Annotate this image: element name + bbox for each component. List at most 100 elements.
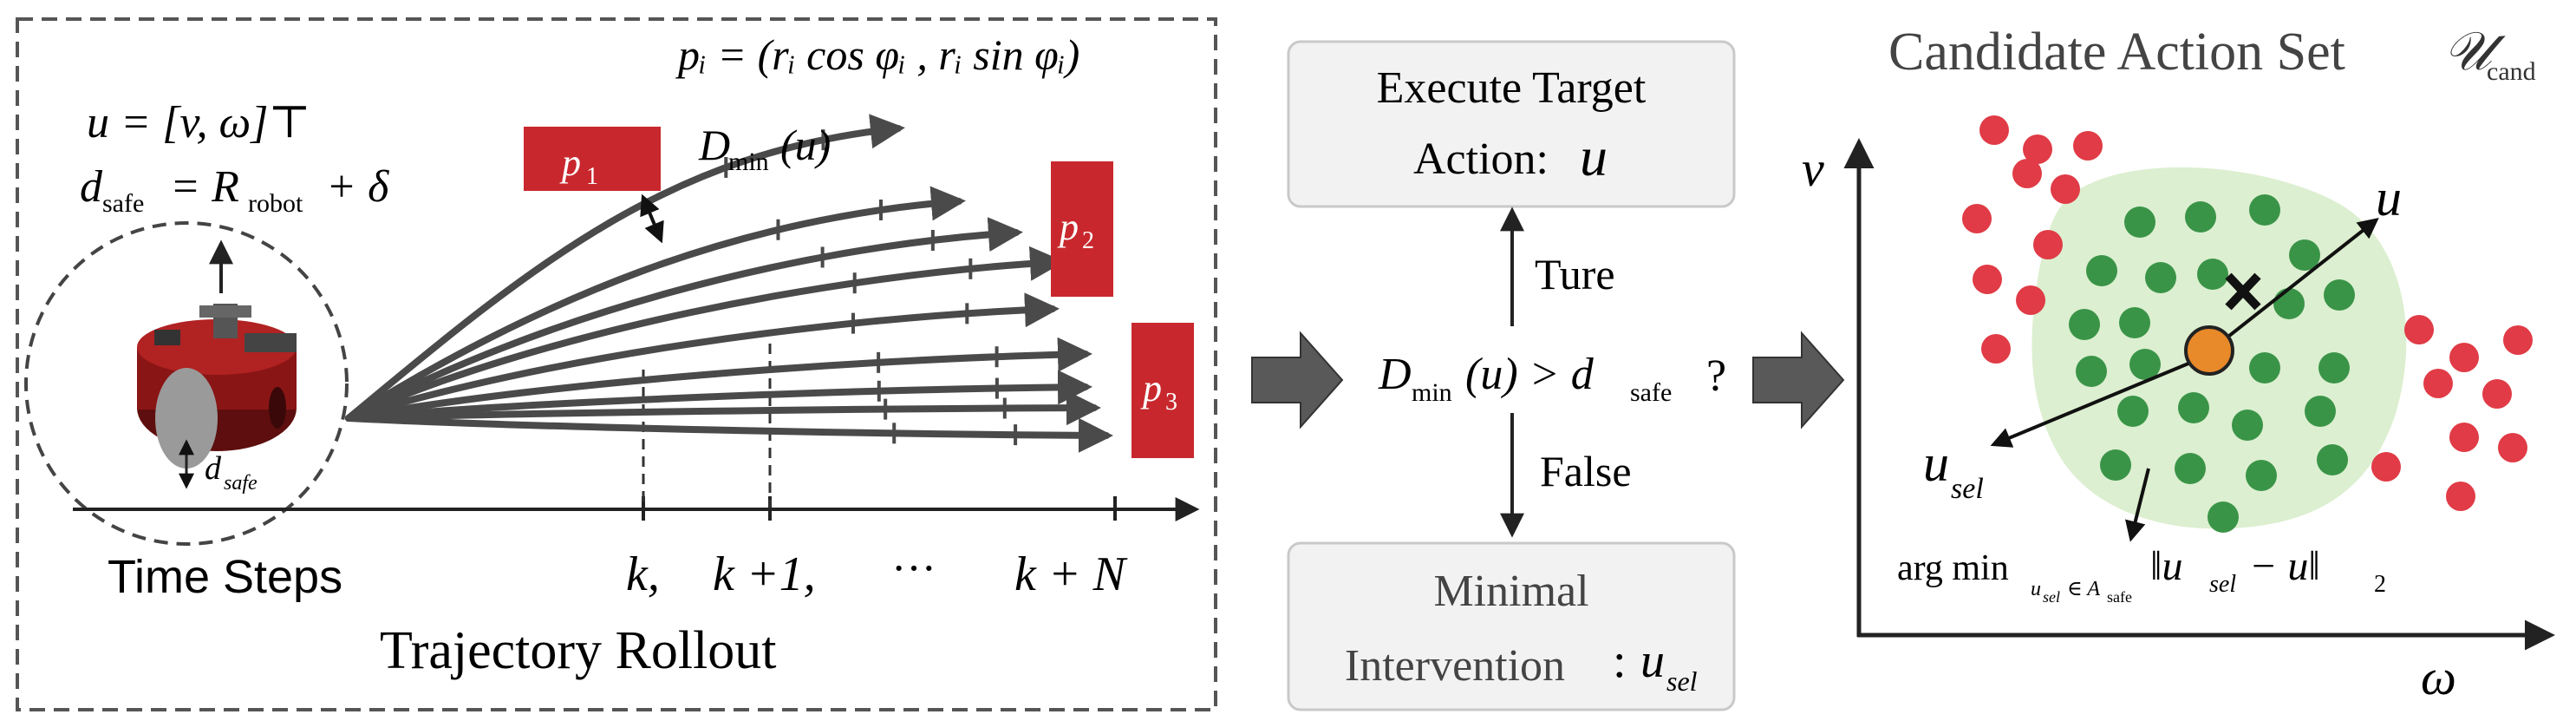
- dmin-arg: (u): [780, 121, 831, 169]
- safe-action-dot: [2129, 349, 2161, 380]
- left-panel-dashed-frame: [16, 17, 1217, 711]
- robot-dsafe-sub: safe: [224, 472, 258, 495]
- safety-condition: D min (u) > d safe ?: [1378, 350, 1726, 407]
- unsafe-action-dot: [2033, 230, 2063, 259]
- argmin-norm-rest: − u‖: [2249, 543, 2320, 589]
- formula-control: u = [v, ω]⊤: [87, 98, 310, 147]
- obstacle-p1: p 1: [524, 127, 661, 191]
- tick-label-dots: ···: [891, 544, 936, 593]
- unsafe-action-dot: [2371, 452, 2401, 482]
- false-label: False: [1540, 447, 1632, 495]
- obstacle-p3-sub: 3: [1165, 389, 1177, 416]
- condition-mid: (u) > d: [1465, 350, 1595, 399]
- target-action-label: u: [2376, 169, 2402, 226]
- obstacle-p3: p 3: [1131, 323, 1194, 458]
- execute-target-box: [1287, 40, 1736, 208]
- big-arrow-left: [1251, 331, 1344, 429]
- trajectory-line: [345, 337, 1092, 422]
- tick-label-k: k,: [626, 547, 660, 601]
- tick-label-kN: k + N: [1014, 547, 1128, 601]
- tick-label-k1: k +1,: [713, 547, 816, 601]
- formula-safe-d-sub: safe: [102, 189, 144, 218]
- unsafe-action-dot: [1981, 334, 2011, 364]
- unsafe-action-dot: [2051, 174, 2080, 204]
- obstacle-p2-label: p: [1057, 206, 1079, 248]
- trajectory-line: [345, 186, 966, 422]
- trajectory-line: [345, 370, 1092, 422]
- formula-safe-distance: d safe = R robot + δ: [80, 162, 389, 218]
- trajectory-line: [345, 217, 1023, 422]
- formula-safe-rest: = R: [170, 162, 239, 212]
- right-panel: Candidate Action Set 𝒰 cand v ω u u sel: [1802, 23, 2555, 705]
- safe-action-dot: [2246, 460, 2277, 491]
- right-title-text: Candidate Action Set: [1888, 23, 2345, 82]
- minimal-intervention-line2: Intervention: [1345, 641, 1565, 691]
- safe-action-dot: [2317, 444, 2348, 475]
- safe-action-dot: [2289, 239, 2320, 271]
- trajectory-line: [345, 292, 1060, 422]
- safe-action-dot: [2069, 309, 2100, 340]
- selected-action-label: u sel: [1923, 435, 1984, 505]
- right-title-symbol-sub: cand: [2487, 57, 2536, 86]
- obstacle-p2-sub: 2: [1082, 227, 1094, 254]
- safe-action-dot: [2145, 262, 2176, 293]
- unsafe-action-dot: [2404, 315, 2434, 344]
- safe-action-dot: [2076, 356, 2107, 387]
- argmin-norm: ‖u: [2150, 543, 2182, 589]
- formula-point: pᵢ = (rᵢ cos φᵢ , rᵢ sin φᵢ): [675, 30, 1079, 79]
- minimal-intervention-var: u: [1640, 634, 1665, 688]
- safe-action-dot: [2318, 352, 2350, 383]
- obstacle-p3-label: p: [1140, 367, 1162, 410]
- obstacle-p2: p 2: [1051, 161, 1113, 297]
- unsafe-action-dot: [2446, 482, 2475, 511]
- argmin-formula: arg min u sel ∈ A safe ‖u sel − u‖ 2: [1897, 543, 2386, 606]
- safe-action-dot: [2185, 201, 2216, 233]
- axis-v-label: v: [1802, 141, 1824, 197]
- dmin-sub: min: [728, 147, 769, 176]
- unsafe-action-dots: [1962, 115, 2533, 511]
- trajectory-line: [345, 415, 1113, 453]
- safe-action-dots: [2069, 194, 2355, 533]
- unsafe-action-dot: [2016, 285, 2045, 315]
- formula-safe-d: d: [80, 162, 103, 212]
- argmin-pointer-arrow: [2125, 468, 2150, 542]
- argmin-sub-u: u: [2031, 578, 2041, 600]
- safe-action-dot: [2175, 453, 2206, 484]
- argmin-sub-in: ∈ A: [2067, 578, 2100, 600]
- argmin-norm-two: 2: [2374, 571, 2386, 598]
- usel-sub: sel: [1951, 473, 1984, 505]
- safe-action-dot: [2086, 255, 2117, 286]
- true-label: Ture: [1535, 250, 1615, 298]
- safe-action-dot: [2208, 501, 2239, 533]
- safe-action-dot: [2305, 396, 2336, 427]
- unsafe-action-dot: [2449, 343, 2479, 372]
- selected-action-dot: [2184, 325, 2234, 376]
- unsafe-action-dot: [2073, 131, 2103, 161]
- right-panel-title: Candidate Action Set 𝒰 cand: [1888, 23, 2536, 86]
- unsafe-action-dot: [2423, 369, 2453, 398]
- selected-action-arrow: [1990, 357, 2200, 448]
- condition-sub2: safe: [1630, 378, 1672, 407]
- unsafe-action-dot: [2449, 423, 2479, 452]
- safe-action-dot: [2197, 259, 2228, 290]
- safe-action-dot: [2124, 206, 2155, 238]
- condition-D: D: [1378, 350, 1412, 399]
- robot-icon: [24, 221, 349, 546]
- minimal-intervention-box: [1287, 541, 1736, 711]
- execute-target-var: u: [1580, 126, 1608, 187]
- dmin-label: D min (u): [698, 121, 831, 176]
- safe-action-dot: [2324, 279, 2355, 311]
- trajectory-rollouts: [345, 114, 1113, 453]
- execute-target-line1: Execute Target: [1377, 63, 1647, 113]
- unsafe-action-dot: [1962, 204, 1992, 233]
- dmin-distance-arrow: [640, 193, 664, 244]
- unsafe-action-dot: [1973, 265, 2002, 294]
- left-panel-title: Trajectory Rollout: [380, 621, 777, 680]
- minimal-intervention-colon: :: [1613, 634, 1627, 688]
- safe-action-dot: [2117, 396, 2149, 427]
- safe-action-dot: [2249, 194, 2280, 226]
- minimal-intervention-var-sub: sel: [1666, 665, 1698, 697]
- unsafe-action-dot: [1979, 115, 2009, 145]
- unsafe-action-dot: [2503, 325, 2533, 355]
